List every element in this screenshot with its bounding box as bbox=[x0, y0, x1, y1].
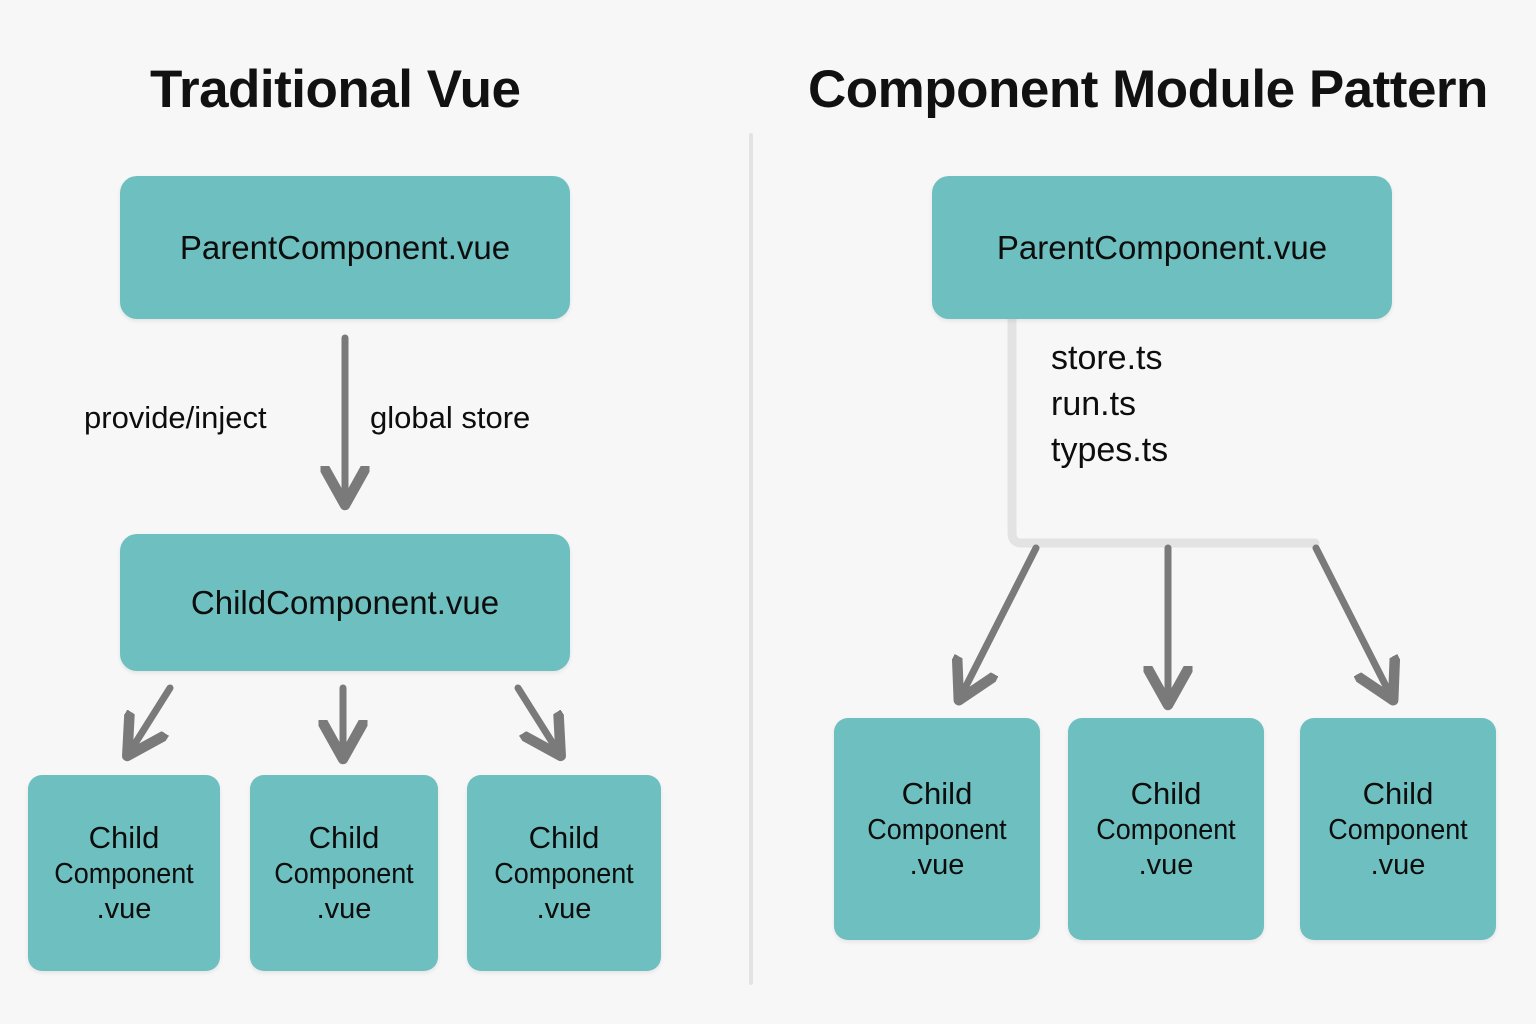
node-label-line2: Component bbox=[867, 813, 1007, 846]
node-label-line2: Component bbox=[54, 857, 194, 890]
arrow-child-to-leaf-left-1 bbox=[131, 684, 174, 750]
module-file-run: run.ts bbox=[1051, 385, 1137, 423]
node-label-line3: .vue bbox=[96, 892, 152, 925]
edge-label-global-store: global store bbox=[370, 400, 531, 435]
node-label-line1: Child bbox=[1130, 775, 1202, 811]
node-label-line2: Component bbox=[274, 857, 414, 890]
node-leaf-left-1[interactable]: Child Component .vue bbox=[28, 775, 220, 971]
node-label: ParentComponent.vue bbox=[179, 228, 511, 266]
arrow-module-to-leaf-right-1 bbox=[962, 544, 1040, 694]
node-leaf-left-2[interactable]: Child Component .vue bbox=[250, 775, 438, 971]
node-label-line3: .vue bbox=[1138, 848, 1194, 881]
panel-divider bbox=[749, 133, 753, 985]
node-label-line1: Child bbox=[901, 775, 973, 811]
node-label-line2: Component bbox=[1096, 813, 1236, 846]
node-label-line2: Component bbox=[1328, 813, 1468, 846]
node-label-line1: Child bbox=[528, 819, 600, 855]
node-leaf-left-3[interactable]: Child Component .vue bbox=[467, 775, 661, 971]
node-leaf-right-3[interactable]: Child Component .vue bbox=[1300, 718, 1496, 940]
node-label: ParentComponent.vue bbox=[996, 228, 1328, 266]
arrow-module-to-leaf-right-3 bbox=[1312, 544, 1390, 694]
node-label-line3: .vue bbox=[909, 848, 965, 881]
panel-title-component-module-pattern: Component Module Pattern bbox=[808, 60, 1488, 119]
node-leaf-right-1[interactable]: Child Component .vue bbox=[834, 718, 1040, 940]
node-parent-component-left[interactable]: ParentComponent.vue bbox=[120, 176, 570, 319]
panel-title-traditional-vue: Traditional Vue bbox=[150, 60, 521, 119]
node-label-line1: Child bbox=[1362, 775, 1434, 811]
module-file-types: types.ts bbox=[1051, 431, 1169, 469]
node-leaf-right-2[interactable]: Child Component .vue bbox=[1068, 718, 1264, 940]
edge-label-provide-inject: provide/inject bbox=[84, 400, 267, 435]
node-parent-component-right[interactable]: ParentComponent.vue bbox=[932, 176, 1392, 319]
node-label-line1: Child bbox=[88, 819, 160, 855]
node-label-line3: .vue bbox=[536, 892, 592, 925]
module-file-list: store.ts run.ts types.ts bbox=[1051, 341, 1168, 467]
arrow-child-to-leaf-left-3 bbox=[514, 684, 557, 750]
node-label-line3: .vue bbox=[1370, 848, 1426, 881]
node-label-line1: Child bbox=[308, 819, 380, 855]
node-child-component-left[interactable]: ChildComponent.vue bbox=[120, 534, 570, 671]
node-label-line3: .vue bbox=[316, 892, 372, 925]
node-label-line2: Component bbox=[494, 857, 634, 890]
module-file-store: store.ts bbox=[1051, 339, 1163, 377]
node-label: ChildComponent.vue bbox=[190, 583, 500, 621]
